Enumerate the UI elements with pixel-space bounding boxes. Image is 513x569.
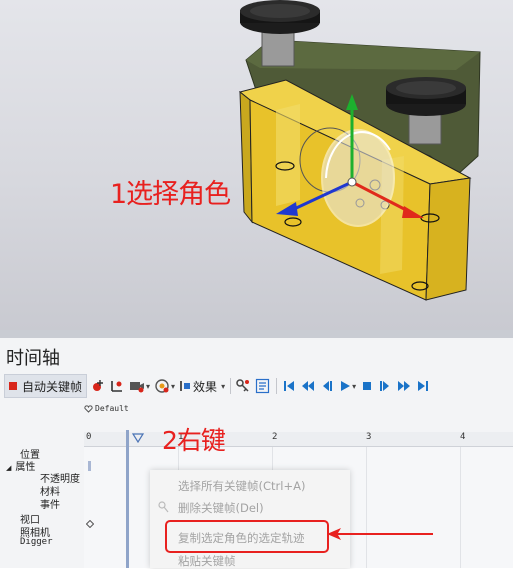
time-ruler[interactable]: 0 1 2 3 4 xyxy=(84,432,513,447)
next-key-button[interactable] xyxy=(397,375,411,397)
list-icon xyxy=(255,378,270,394)
tree-item-camera[interactable]: 照相机 xyxy=(20,528,50,539)
highlight-box xyxy=(165,520,329,553)
tree-item-events[interactable]: 事件 xyxy=(40,500,60,511)
playhead-marker-icon[interactable] xyxy=(132,433,144,443)
effects-label: 效果 xyxy=(193,379,218,394)
camera-icon xyxy=(130,382,145,393)
key-tool-button[interactable] xyxy=(235,375,251,397)
tree-item-digger[interactable]: Digger xyxy=(20,537,53,547)
diamond-key-icon[interactable] xyxy=(86,520,94,528)
key-icon xyxy=(236,379,250,392)
tree-item-viewport[interactable]: 视口 xyxy=(20,515,40,526)
add-key-button[interactable] xyxy=(91,375,105,397)
prev-key-button[interactable] xyxy=(301,375,315,397)
ruler-number: 4 xyxy=(460,432,466,442)
tree-item-properties[interactable]: ◢属性 xyxy=(6,458,35,473)
tree-item-opacity[interactable]: 不透明度 xyxy=(40,474,80,485)
back-plate-top xyxy=(246,40,480,70)
auto-keyframe-label: 自动关键帧 xyxy=(22,379,83,394)
step-back-icon xyxy=(323,381,333,391)
camera-dropdown-caret[interactable]: ▾ xyxy=(146,381,151,391)
tree-item-position[interactable]: 位置 xyxy=(20,450,40,461)
stop-button[interactable] xyxy=(362,375,372,397)
camera-key-button[interactable]: ▾ xyxy=(129,375,150,397)
menu-item-copy-selected-track[interactable]: 复制选定角色的选定轨迹 xyxy=(178,531,305,545)
record-icon xyxy=(9,382,17,390)
skip-end-icon xyxy=(418,381,429,391)
move-key-button[interactable] xyxy=(109,375,125,397)
playhead[interactable] xyxy=(126,430,129,568)
red-arrow-icon xyxy=(327,528,433,540)
delete-key-icon xyxy=(158,501,169,513)
step2-annotation: 2右键 xyxy=(162,426,226,455)
play-button[interactable]: ▾ xyxy=(340,375,356,397)
ruler-number: 0 xyxy=(86,432,92,442)
visibility-key-button[interactable]: ▾ xyxy=(154,375,175,397)
grid-line xyxy=(366,447,367,568)
ruler-number: 3 xyxy=(366,432,372,442)
fast-forward-icon xyxy=(398,381,411,391)
expand-triangle-icon[interactable]: ◢ xyxy=(6,464,12,472)
skip-start-icon xyxy=(284,381,295,391)
ruler-number: 2 xyxy=(272,432,278,442)
toolbar-separator xyxy=(276,378,278,394)
heart-icon xyxy=(84,404,93,413)
key-marker[interactable] xyxy=(88,461,91,471)
prev-frame-button[interactable] xyxy=(321,375,334,397)
menu-item-paste-key[interactable]: 粘贴关键帧 xyxy=(178,554,236,568)
tree-item-properties-label: 属性 xyxy=(15,462,36,473)
play-dropdown-caret[interactable]: ▾ xyxy=(352,381,357,391)
go-start-button[interactable] xyxy=(283,375,295,397)
effects-icon xyxy=(180,381,191,391)
default-label-text: Default xyxy=(95,404,129,413)
auto-keyframe-button[interactable]: 自动关键帧 xyxy=(4,374,88,398)
timeline-toolbar: 自动关键帧 ▾ ▾ 效果 ▾ xyxy=(0,374,513,398)
transform-gizmo[interactable] xyxy=(276,94,424,227)
next-frame-button[interactable] xyxy=(378,375,391,397)
timeline-title: 时间轴 xyxy=(6,348,60,369)
menu-item-select-all-keys[interactable]: 选择所有关键帧(Ctrl+A) xyxy=(178,479,306,493)
add-key-icon xyxy=(93,380,104,391)
context-menu: 选择所有关键帧(Ctrl+A) 删除关键帧(Del) 复制选定角色的选定轨迹 粘… xyxy=(150,470,350,568)
knob-left xyxy=(240,0,320,67)
effects-dropdown-caret[interactable]: ▾ xyxy=(221,381,226,391)
eye-icon xyxy=(155,379,169,393)
menu-item-delete-key[interactable]: 删除关键帧(Del) xyxy=(178,501,264,515)
go-end-button[interactable] xyxy=(417,375,429,397)
toolbar-separator xyxy=(230,378,232,394)
key-list-button[interactable] xyxy=(255,375,271,397)
step-forward-icon xyxy=(380,381,390,391)
panel-splitter[interactable] xyxy=(0,330,513,338)
3d-viewport[interactable]: 1选择角色 xyxy=(0,0,513,330)
knob-right xyxy=(386,77,466,145)
step1-annotation: 1选择角色 xyxy=(110,179,231,210)
ruler-number: 1 xyxy=(178,432,184,442)
axis-move-icon xyxy=(111,381,123,392)
default-track-label[interactable]: Default xyxy=(84,404,129,413)
grid-line xyxy=(460,447,461,568)
visibility-dropdown-caret[interactable]: ▾ xyxy=(171,381,176,391)
tree-item-material[interactable]: 材料 xyxy=(40,487,60,498)
effects-button[interactable]: 效果 ▾ xyxy=(179,375,225,397)
rewind-icon xyxy=(302,381,315,391)
stop-icon xyxy=(363,382,372,390)
3d-model-scene[interactable] xyxy=(0,0,513,330)
play-icon xyxy=(341,381,351,391)
